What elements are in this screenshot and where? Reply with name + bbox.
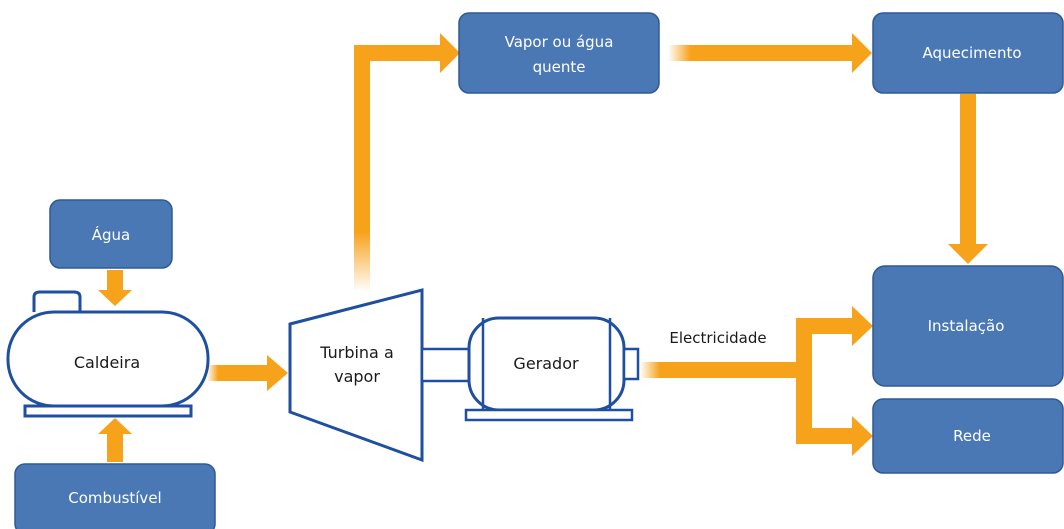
- arrow-agua-to-caldeira: [98, 270, 132, 306]
- gerador-generator-icon: [464, 316, 640, 422]
- caldeira-label: Caldeira: [74, 353, 140, 372]
- turbina-icon: [288, 288, 472, 463]
- arrow-turbina-to-vapor: [354, 33, 460, 292]
- box-vapor-label-line1: Vapor ou água: [505, 33, 614, 51]
- box-instalacao-label: Instalação: [928, 317, 1005, 335]
- box-rede-label: Rede: [953, 427, 991, 445]
- electricidade-label: Electricidade: [669, 329, 766, 347]
- arrow-gerador-to-instalacao-rede: [640, 306, 873, 456]
- box-instalacao: Instalação: [872, 265, 1064, 387]
- arrow-aquecimento-to-instalacao: [948, 94, 988, 264]
- box-combustivel: Combustível: [14, 463, 216, 529]
- box-agua: Água: [49, 199, 173, 269]
- box-rede: Rede: [872, 398, 1064, 474]
- box-aquecimento-label: Aquecimento: [922, 44, 1021, 62]
- arrow-combustivel-to-caldeira: [98, 418, 132, 462]
- arrow-caldeira-to-turbina: [207, 355, 288, 391]
- arrows: [98, 33, 988, 462]
- box-agua-label: Água: [92, 225, 130, 244]
- box-aquecimento: Aquecimento: [872, 12, 1064, 94]
- turbina-label-line2: vapor: [334, 367, 380, 386]
- turbina-label-line1: Turbina a: [319, 343, 394, 362]
- box-combustivel-label: Combustível: [68, 489, 161, 507]
- box-vapor-label-line2: quente: [533, 58, 586, 76]
- caldeira-boiler-icon: [6, 290, 210, 418]
- gerador-label: Gerador: [513, 354, 579, 373]
- arrow-vapor-to-aquecimento: [668, 33, 872, 73]
- box-vapor-agua-quente: Vapor ou água quente: [458, 12, 660, 94]
